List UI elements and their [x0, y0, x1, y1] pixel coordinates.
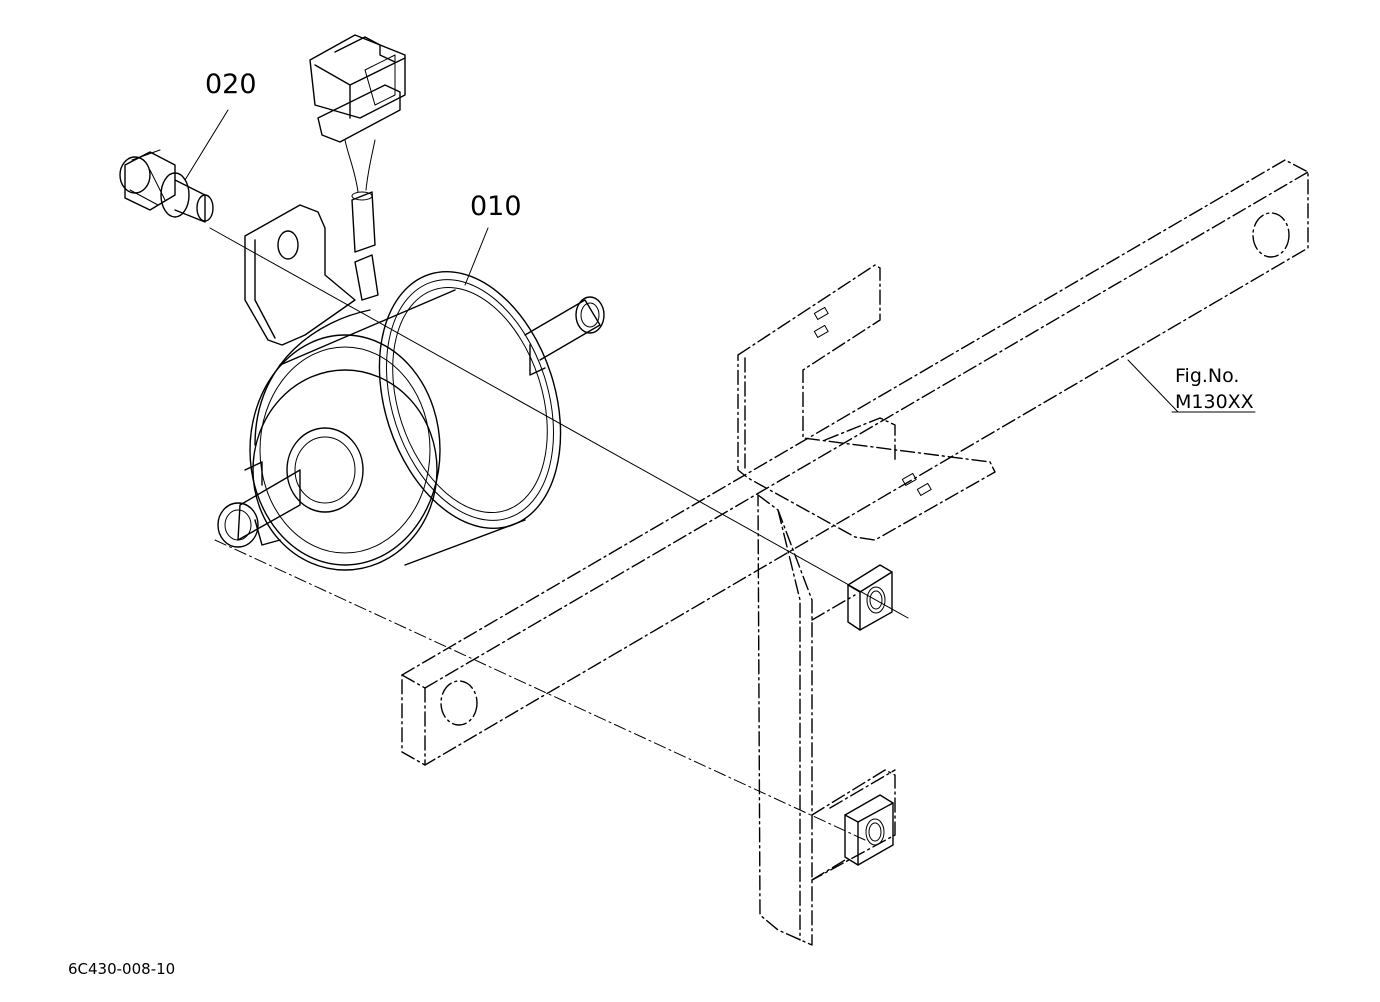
weld-nut-lower: [844, 794, 894, 866]
mounting-bracket: [737, 264, 996, 946]
callout-020: 020: [205, 69, 257, 100]
leader-010: [464, 227, 489, 286]
figure-ref-line2: M130XX: [1175, 391, 1254, 413]
figure-ref-line1: Fig.No.: [1175, 365, 1239, 387]
frame-bar: [401, 159, 1309, 766]
weld-nut-upper: [847, 564, 893, 631]
fuel-pump: [217, 34, 605, 571]
assembly-axis: [209, 227, 909, 619]
leader-fig: [1127, 359, 1179, 413]
bar-hole-left: [440, 680, 478, 726]
callout-010: 010: [470, 191, 522, 222]
leader-020: [184, 109, 229, 181]
bar-hole-right: [1252, 212, 1290, 258]
drawing-number: 6C430-008-10: [68, 960, 175, 978]
pipe-fitting: [119, 149, 214, 223]
assembly-axis-lower: [214, 539, 866, 841]
